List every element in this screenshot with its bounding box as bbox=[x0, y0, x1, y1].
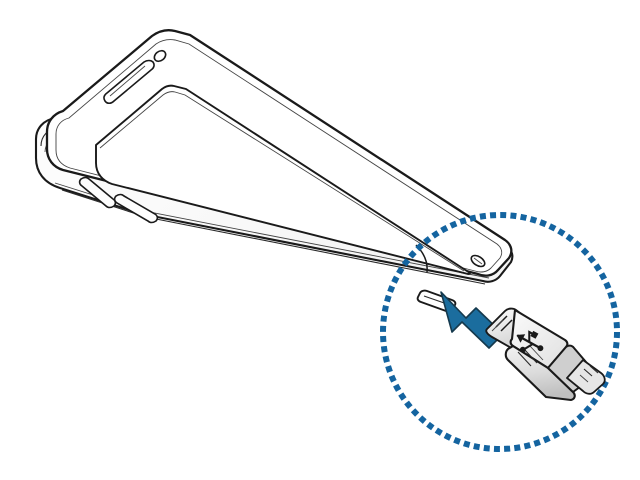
usb-symbol-branch-dot bbox=[519, 346, 526, 353]
earpiece-slot-outline bbox=[103, 59, 155, 105]
smartphone-device bbox=[34, 29, 514, 313]
usb-symbol-dot bbox=[537, 345, 544, 352]
tip-contact-line-2 bbox=[500, 319, 513, 332]
cable-rib-3 bbox=[579, 374, 589, 383]
device-front-face bbox=[45, 29, 513, 277]
earpiece-speaker bbox=[103, 59, 155, 105]
cable-rib-2 bbox=[589, 365, 599, 374]
grip-ridge-1 bbox=[517, 351, 532, 367]
zoom-circle bbox=[380, 212, 620, 452]
connector-cable-stub bbox=[566, 359, 606, 395]
connector-front-face bbox=[504, 344, 576, 402]
connector-grip-ridges bbox=[517, 345, 544, 367]
display-inner-highlight bbox=[99, 91, 465, 272]
grip-ridge-3 bbox=[529, 345, 544, 361]
usb-symbol-square bbox=[530, 330, 539, 339]
grip-ridge-2 bbox=[523, 348, 538, 364]
front-camera bbox=[153, 49, 167, 63]
earpiece-slot-line bbox=[109, 65, 146, 97]
front-camera-lens bbox=[153, 49, 167, 63]
cable-strain-relief bbox=[566, 359, 606, 395]
headphone-jack-inner bbox=[473, 257, 483, 265]
display-area[interactable] bbox=[95, 84, 471, 275]
side-buttons-group bbox=[78, 176, 159, 224]
tip-contact-line-3 bbox=[491, 319, 504, 332]
volume-up-button[interactable] bbox=[78, 176, 117, 209]
usb-trident-icon bbox=[516, 330, 544, 353]
micro-usb-connector bbox=[485, 307, 606, 402]
zoom-circle-dotted-ring bbox=[380, 212, 620, 452]
cable-rib-1 bbox=[583, 368, 593, 377]
usb-symbol-arrowhead bbox=[516, 334, 526, 343]
volume-down-button[interactable] bbox=[113, 193, 159, 224]
device-bezel-inner bbox=[55, 39, 503, 273]
usb-symbol-branch-down bbox=[523, 343, 534, 351]
